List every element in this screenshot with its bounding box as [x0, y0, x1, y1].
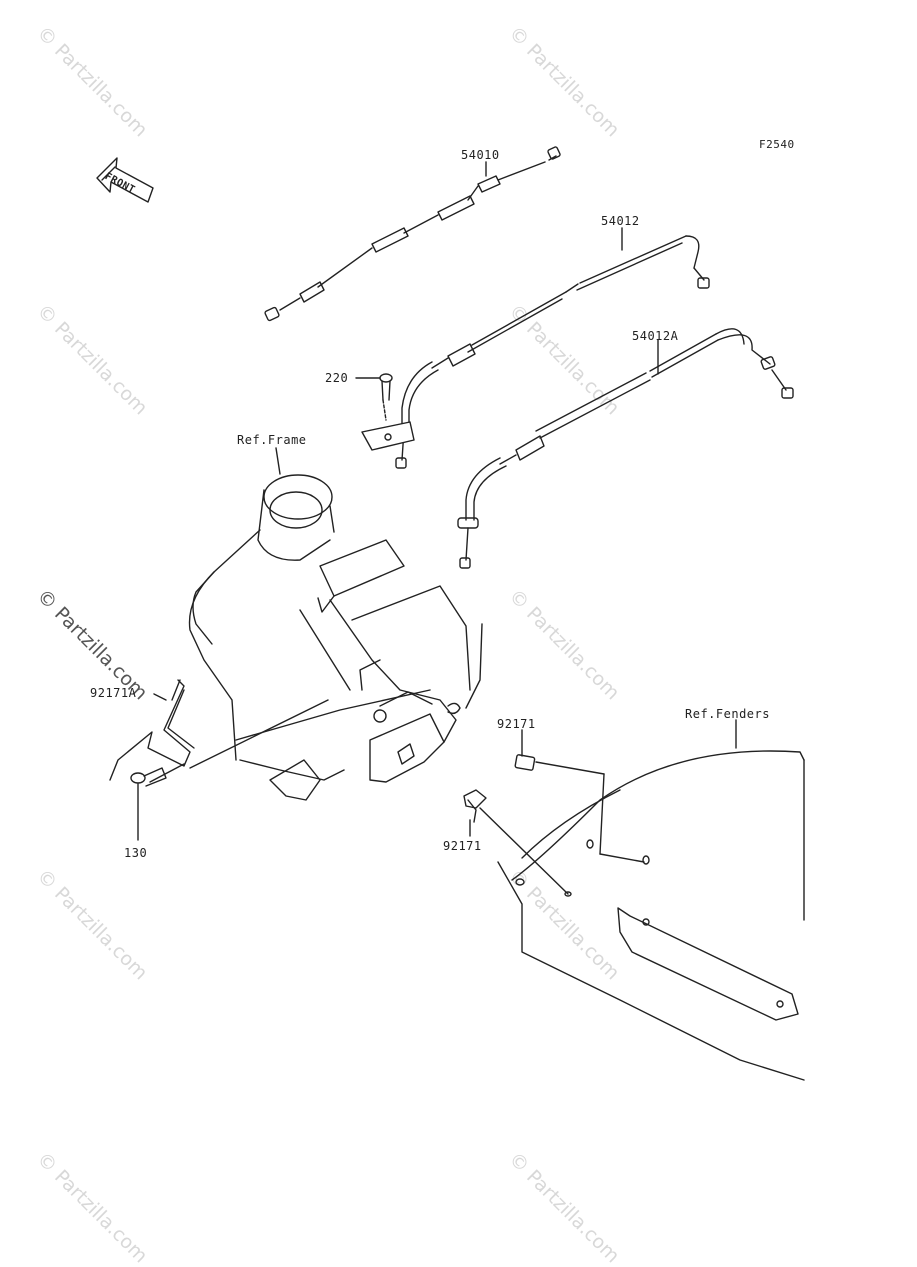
clip-92171-lower	[463, 789, 569, 895]
cable-54010	[264, 146, 561, 322]
cable-54012	[361, 235, 710, 469]
part-label-220[interactable]: 220	[325, 371, 349, 385]
screw-220	[379, 373, 393, 421]
line-drawing	[96, 146, 805, 1081]
figure-code: F2540	[759, 138, 795, 151]
front-arrow-icon	[96, 157, 154, 203]
part-label-54012A[interactable]: 54012A	[632, 329, 679, 343]
clip-92171-upper	[514, 729, 645, 863]
part-label-54010[interactable]: 54010	[461, 148, 500, 162]
part-label-130[interactable]: 130	[124, 846, 148, 860]
part-label-92171-upper[interactable]: 92171	[497, 717, 536, 731]
leader-lines	[153, 161, 737, 749]
clamp-92171A	[109, 679, 329, 781]
bolt-130	[130, 763, 185, 841]
frame-outline	[188, 474, 483, 801]
ref-fenders-label: Ref.Fenders	[685, 707, 770, 721]
part-label-92171A[interactable]: 92171A	[90, 686, 137, 700]
ref-frame-label: Ref.Frame	[237, 433, 307, 447]
parts-diagram: © Partzilla.com © Partzilla.com © Partzi…	[32, 22, 805, 1267]
fender-outline	[497, 750, 805, 1081]
part-label-92171-lower[interactable]: 92171	[443, 839, 482, 853]
cable-54012A	[457, 328, 794, 569]
part-label-54012[interactable]: 54012	[601, 214, 640, 228]
